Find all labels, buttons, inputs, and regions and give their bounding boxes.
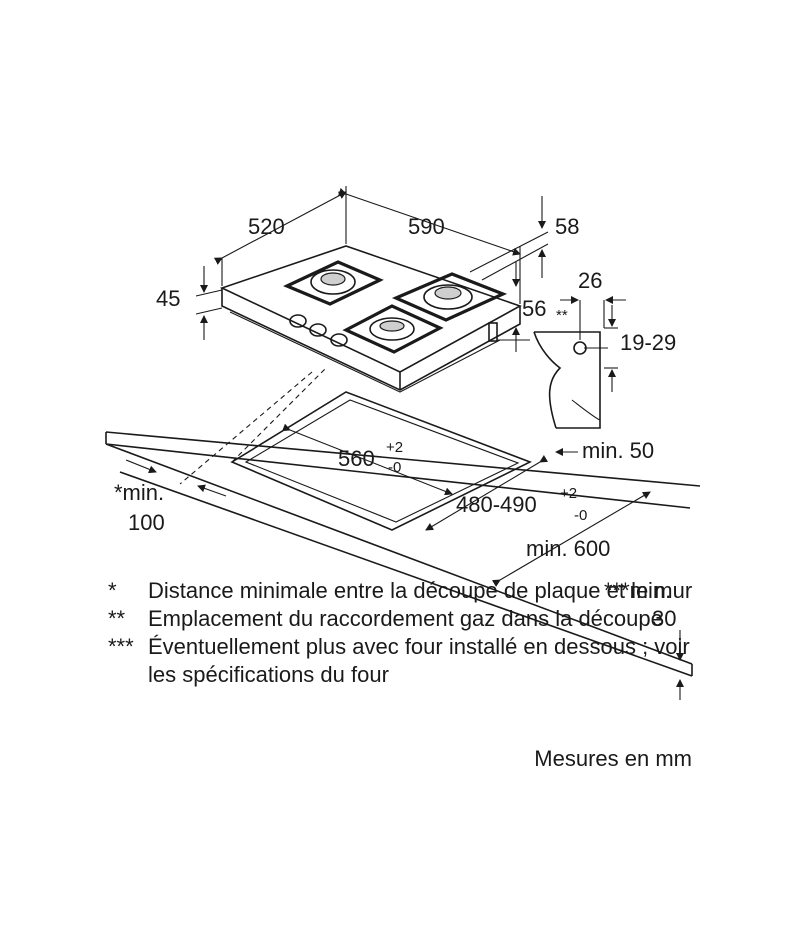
note-text: Emplacement du raccordement gaz dans la … — [148, 606, 663, 631]
legend: * Distance minimale entre la découpe de … — [108, 577, 698, 689]
units-note: Mesures en mm — [534, 746, 692, 771]
note-oven: *** Éventuellement plus avec four instal… — [108, 633, 698, 689]
note-text: Distance minimale entre la découpe de pl… — [148, 578, 693, 603]
dim-wall-min-label: *min. — [114, 480, 164, 505]
note-marker: ** — [108, 606, 126, 631]
note-text: Éventuellement plus avec four installé e… — [148, 634, 690, 687]
dim-bottom-min-value: 30 — [652, 606, 676, 631]
dim-side-range: 19-29 — [620, 330, 676, 355]
note-wall-distance: * Distance minimale entre la découpe de … — [108, 577, 698, 605]
dim-side-depth: 26 — [578, 268, 602, 293]
hob-dimensions — [195, 186, 549, 352]
dim-cutout-depth-tol-plus: +2 — [560, 485, 577, 502]
control-knob-icon — [289, 314, 348, 347]
dim-gas-height: 58 — [555, 214, 579, 239]
dim-cutout-width: 560 — [338, 446, 375, 471]
note-gas-connection: ** Emplacement du raccordement gaz dans … — [108, 605, 698, 633]
dim-cutout-width-tol-plus: +2 — [386, 439, 403, 456]
dim-cutout-depth-tol-minus: -0 — [574, 507, 587, 524]
worktop-dimensions — [125, 423, 684, 700]
dim-min-edge: min. 50 — [582, 438, 654, 463]
dim-gas-offset-marker: ** — [556, 307, 568, 324]
hob-drawing — [219, 245, 522, 393]
dim-wall-min-value: 100 — [128, 510, 165, 535]
side-profile — [533, 296, 626, 429]
gas-burner-icon — [391, 272, 508, 322]
dim-width: 590 — [408, 214, 445, 239]
dim-gas-offset: 56 — [522, 296, 546, 321]
gas-burner-icon — [283, 260, 384, 306]
note-marker: *** — [108, 634, 134, 659]
dim-height: 45 — [156, 286, 180, 311]
dim-cutout-width-tol-minus: -0 — [388, 459, 401, 476]
dim-counter-depth: min. 600 — [526, 536, 610, 561]
dim-depth: 520 — [248, 214, 285, 239]
dim-cutout-depth: 480-490 — [456, 492, 537, 517]
gas-burner-icon — [342, 304, 444, 354]
note-marker: * — [108, 578, 117, 603]
dim-bottom-min-label: ***min. — [604, 578, 671, 603]
